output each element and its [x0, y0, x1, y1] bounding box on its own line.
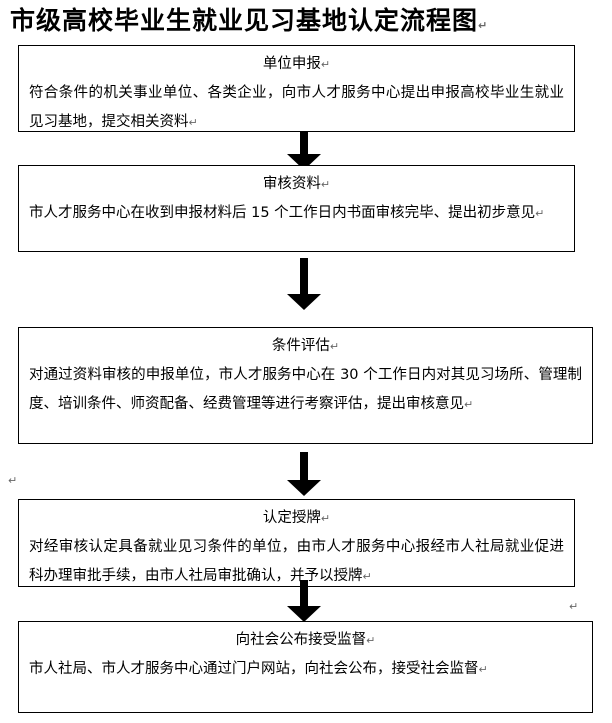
flow-step-certify: 认定授牌↵ 对经审核认定具备就业见习条件的单位，由市人才服务中心报经市人社局就业…	[18, 499, 575, 587]
paragraph-mark: ↵	[478, 19, 489, 32]
page-title: 市级高校毕业生就业见习基地认定流程图↵	[10, 6, 489, 35]
paragraph-mark: ↵	[362, 570, 372, 583]
paragraph-mark: ↵	[320, 58, 331, 71]
paragraph-mark: ↵	[535, 207, 545, 220]
step-heading: 单位申报↵	[262, 56, 331, 72]
paragraph-mark: ↵	[329, 340, 340, 353]
down-arrow-icon	[287, 452, 321, 498]
step-text: 对通过资料审核的申报单位，市人才服务中心在 30 个工作日内对其见习场所、管理制…	[29, 367, 582, 412]
paragraph-mark: ↵	[478, 663, 488, 676]
paragraph-mark: ↵	[188, 116, 198, 129]
step-text: 市人社局、市人才服务中心通过门户网站，向社会公布，接受社会监督↵	[29, 661, 488, 677]
step-text: 市人才服务中心在收到申报材料后 15 个工作日内书面审核完毕、提出初步意见↵	[29, 205, 545, 221]
down-arrow-icon	[287, 258, 321, 312]
step-heading: 认定授牌↵	[262, 510, 331, 526]
flow-step-apply: 单位申报↵ 符合条件的机关事业单位、各类企业，向市人才服务中心提出申报高校毕业生…	[18, 45, 575, 132]
flow-step-publish: 向社会公布接受监督↵ 市人社局、市人才服务中心通过门户网站，向社会公布，接受社会…	[18, 621, 593, 713]
step-heading: 向社会公布接受监督↵	[235, 632, 376, 648]
step-heading: 条件评估↵	[271, 338, 340, 354]
paragraph-mark: ↵	[464, 398, 474, 411]
step-heading: 审核资料↵	[262, 176, 331, 192]
down-arrow-icon	[287, 580, 321, 624]
paragraph-mark: ↵	[320, 512, 331, 525]
step-text: 符合条件的机关事业单位、各类企业，向市人才服务中心提出申报高校毕业生就业见习基地…	[29, 85, 564, 130]
paragraph-mark: ↵	[569, 600, 579, 613]
paragraph-mark: ↵	[8, 474, 18, 487]
paragraph-mark: ↵	[320, 178, 331, 191]
flow-step-review: 审核资料↵ 市人才服务中心在收到申报材料后 15 个工作日内书面审核完毕、提出初…	[18, 165, 575, 252]
flow-step-assess: 条件评估↵ 对通过资料审核的申报单位，市人才服务中心在 30 个工作日内对其见习…	[18, 327, 593, 444]
step-text: 对经审核认定具备就业见习条件的单位，由市人才服务中心报经市人社局就业促进科办理审…	[29, 539, 564, 584]
paragraph-mark: ↵	[366, 634, 376, 647]
